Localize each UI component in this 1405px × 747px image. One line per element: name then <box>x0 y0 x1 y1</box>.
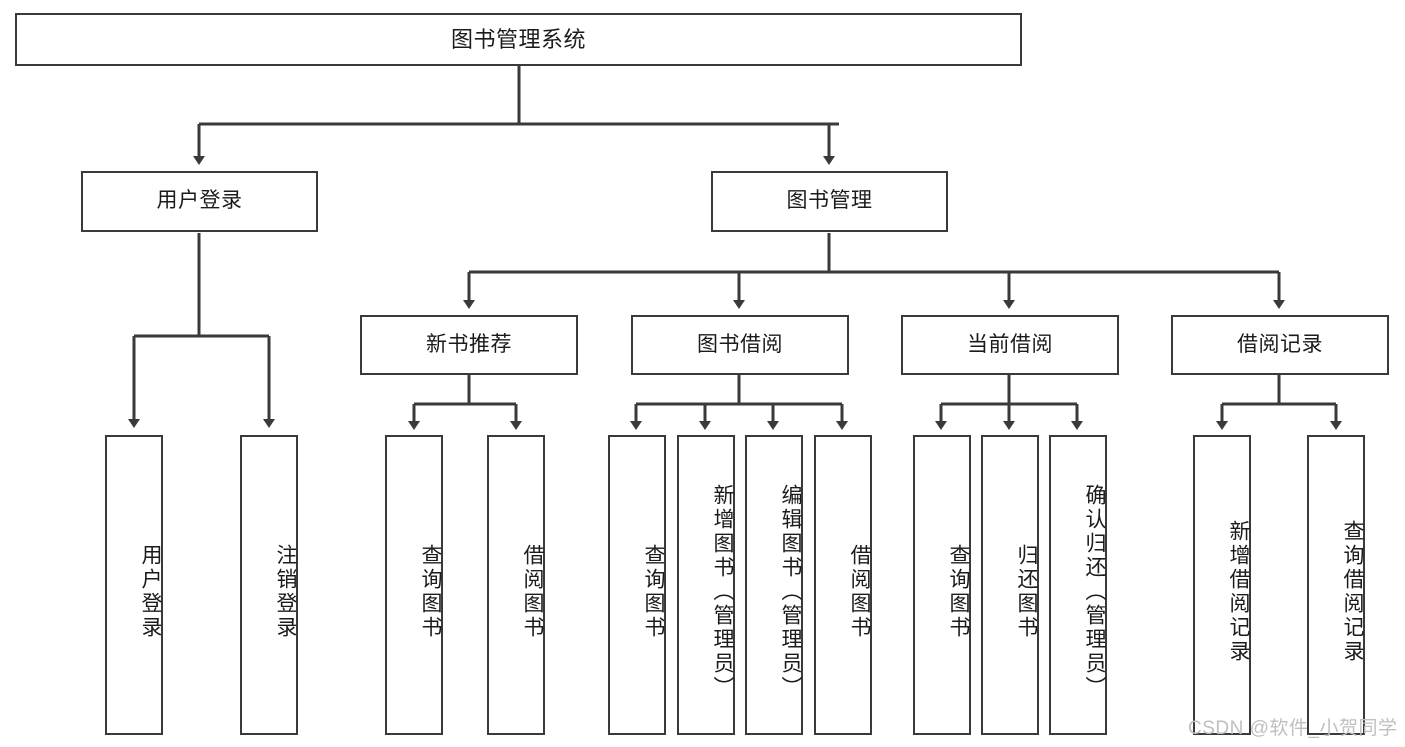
node-current-borrow[interactable]: 当前借阅 <box>901 315 1119 375</box>
node-label: 当前借阅 <box>967 332 1053 356</box>
node-label: 注销登录 <box>274 544 297 640</box>
leaf-borrow-record-add[interactable]: 新增借阅记录 <box>1193 435 1251 735</box>
node-label: 确认归还（管理员） <box>1083 484 1106 700</box>
node-label: 查询图书 <box>419 544 442 640</box>
node-label: 图书管理系统 <box>450 26 586 52</box>
node-label: 新增图书（管理员） <box>711 484 734 700</box>
leaf-current-borrow-query[interactable]: 查询图书 <box>913 435 971 735</box>
node-label: 图书借阅 <box>697 332 783 356</box>
leaf-current-borrow-return[interactable]: 归还图书 <box>981 435 1039 735</box>
leaf-book-borrow-edit[interactable]: 编辑图书（管理员） <box>745 435 803 735</box>
node-label: 新增借阅记录 <box>1227 520 1250 664</box>
node-label: 借阅记录 <box>1237 332 1323 356</box>
node-user-login[interactable]: 用户登录 <box>81 171 318 232</box>
node-label: 借阅图书 <box>848 544 871 640</box>
leaf-new-book-query[interactable]: 查询图书 <box>385 435 443 735</box>
leaf-book-borrow-add[interactable]: 新增图书（管理员） <box>677 435 735 735</box>
leaf-borrow-record-query[interactable]: 查询借阅记录 <box>1307 435 1365 735</box>
node-label: 用户登录 <box>156 189 243 213</box>
leaf-new-book-borrow[interactable]: 借阅图书 <box>487 435 545 735</box>
node-label: 归还图书 <box>1015 544 1038 640</box>
node-label: 借阅图书 <box>521 544 544 640</box>
node-book-management[interactable]: 图书管理 <box>711 171 948 232</box>
node-book-borrow[interactable]: 图书借阅 <box>631 315 849 375</box>
node-label: 用户登录 <box>139 544 162 640</box>
node-root-system[interactable]: 图书管理系统 <box>15 13 1022 66</box>
node-label: 编辑图书（管理员） <box>779 484 802 700</box>
leaf-book-borrow-query[interactable]: 查询图书 <box>608 435 666 735</box>
node-label: 图书管理 <box>786 189 873 213</box>
leaf-user-login-login[interactable]: 用户登录 <box>105 435 163 735</box>
node-label: 新书推荐 <box>426 332 512 356</box>
node-new-book-recommend[interactable]: 新书推荐 <box>360 315 578 375</box>
watermark-text: CSDN @软件_小贺同学 <box>1188 718 1398 739</box>
node-label: 查询图书 <box>947 544 970 640</box>
node-borrow-records[interactable]: 借阅记录 <box>1171 315 1389 375</box>
leaf-current-borrow-confirm-return[interactable]: 确认归还（管理员） <box>1049 435 1107 735</box>
leaf-user-login-logout[interactable]: 注销登录 <box>240 435 298 735</box>
leaf-book-borrow-borrow[interactable]: 借阅图书 <box>814 435 872 735</box>
node-label: 查询借阅记录 <box>1341 520 1364 664</box>
node-label: 查询图书 <box>642 544 665 640</box>
